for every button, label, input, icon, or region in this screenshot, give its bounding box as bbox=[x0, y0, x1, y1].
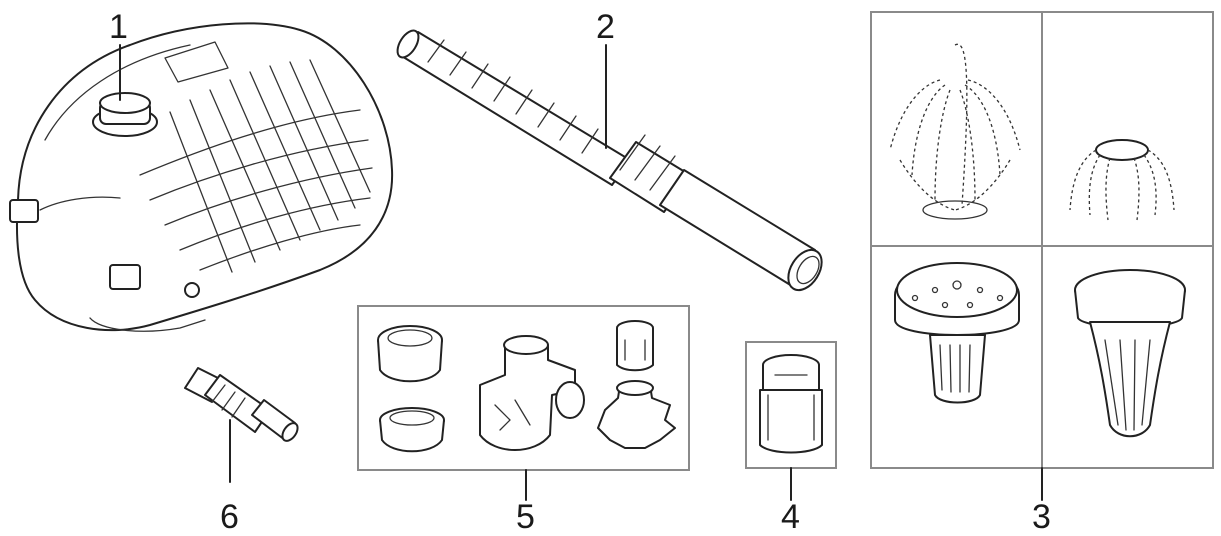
part-label-3: 3 bbox=[1032, 498, 1051, 536]
part-4-adapter bbox=[745, 341, 837, 469]
part-5-fittings bbox=[357, 305, 690, 471]
nozzle-multi-jet bbox=[894, 262, 1020, 404]
part-label-4: 4 bbox=[781, 498, 800, 536]
part-label-6: 6 bbox=[220, 498, 239, 536]
part-label-5: 5 bbox=[516, 498, 535, 536]
part-label-2: 2 bbox=[596, 8, 615, 46]
part-1-pump bbox=[9, 22, 394, 332]
part-6-hose-adapter bbox=[184, 367, 299, 442]
part-3-fountain-heads bbox=[870, 11, 1214, 469]
leader-lines bbox=[119, 44, 1043, 501]
part-label-1: 1 bbox=[109, 8, 128, 46]
part-2-extension-tube bbox=[396, 29, 823, 292]
nozzle-bell bbox=[1074, 269, 1186, 438]
spray-pattern-bell bbox=[1069, 139, 1175, 221]
spray-pattern-fountain bbox=[889, 43, 1021, 220]
